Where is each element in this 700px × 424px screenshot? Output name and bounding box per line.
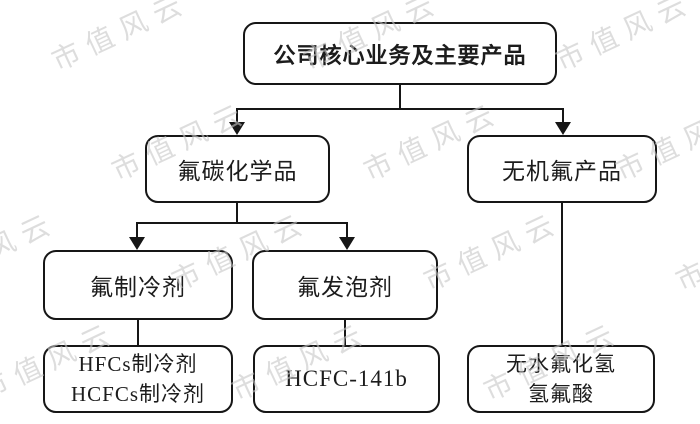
- node-hcfc-141b-label: HCFC-141b: [285, 366, 408, 391]
- node-inorganic-products-line2: 氢氟酸: [528, 382, 594, 406]
- connector-hcfc141b: [344, 320, 346, 346]
- node-fluorocarbon-chemicals: 氟碳化学品: [145, 135, 330, 203]
- connector-inorganic-products: [561, 203, 563, 346]
- watermark-text: 市值风云: [671, 206, 700, 298]
- arrowhead-refrigerant-icon: [129, 237, 145, 250]
- watermark-text: 市值风云: [47, 0, 195, 78]
- node-inorganic-fluorine: 无机氟产品: [467, 135, 657, 203]
- node-foaming-label: 氟发泡剂: [297, 275, 393, 300]
- connector-root-stem: [399, 85, 401, 110]
- node-inorganic-products: 无水氟化氢 氢氟酸: [467, 345, 655, 413]
- watermark-text: 市值风云: [32, 421, 183, 424]
- watermark-text: 市值风云: [536, 421, 687, 424]
- node-refrigerant-products-line1: HFCs制冷剂: [78, 352, 198, 376]
- arrowhead-inorganic-icon: [555, 122, 571, 135]
- node-foaming-agent: 氟发泡剂: [252, 250, 438, 320]
- watermark-text: 市值风云: [0, 96, 3, 188]
- node-root-label: 公司核心业务及主要产品: [273, 42, 527, 68]
- connector-to-refrigerant: [136, 222, 138, 239]
- watermark-text: 市值风云: [419, 206, 567, 298]
- connector-to-fluorocarbon: [236, 108, 238, 124]
- watermark-text: 市值风云: [284, 421, 435, 424]
- connector-level1-crossbar: [236, 108, 564, 110]
- connector-fluorocarbon-stem: [236, 203, 238, 224]
- node-inorganic-label: 无机氟产品: [502, 159, 622, 184]
- watermark-text: 市值风云: [551, 0, 699, 78]
- node-inorganic-products-line1: 无水氟化氢: [506, 352, 616, 376]
- arrowhead-foaming-icon: [339, 237, 355, 250]
- node-hcfc-141b: HCFC-141b: [253, 345, 440, 413]
- connector-to-foaming: [346, 222, 348, 239]
- connector-to-inorganic: [562, 108, 564, 124]
- node-refrigerant-label: 氟制冷剂: [90, 275, 186, 300]
- node-refrigerant-products: HFCs制冷剂 HCFCs制冷剂: [43, 345, 233, 413]
- node-fluorocarbon-label: 氟碳化学品: [177, 159, 298, 184]
- connector-level2-crossbar: [136, 222, 348, 224]
- connector-refrigerant-products: [137, 320, 139, 346]
- arrowhead-fluorocarbon-icon: [229, 122, 245, 135]
- node-refrigerant-products-line2: HCFCs制冷剂: [70, 382, 206, 406]
- node-root: 公司核心业务及主要产品: [243, 22, 557, 85]
- node-refrigerant: 氟制冷剂: [43, 250, 233, 320]
